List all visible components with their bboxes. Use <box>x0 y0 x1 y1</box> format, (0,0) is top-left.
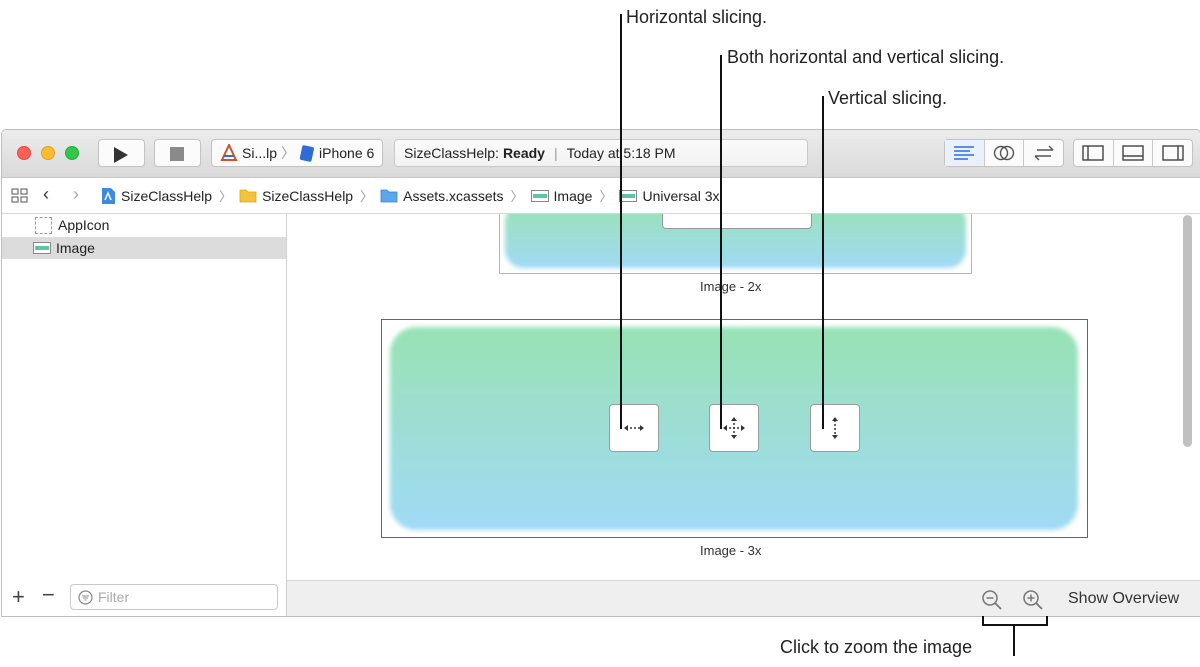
inspector-panel-icon <box>1161 145 1184 161</box>
scheme-selector[interactable]: Si...lp 〉 iPhone 6 <box>211 139 383 167</box>
breadcrumb-item[interactable]: Assets.xcassets <box>403 187 504 204</box>
standard-editor-icon <box>954 146 975 160</box>
appicon-placeholder-icon <box>35 216 52 234</box>
vertical-slice-icon <box>832 417 838 439</box>
both-slice-icon <box>723 417 745 439</box>
chevron-right-icon: 〉 <box>510 189 524 204</box>
imageset-icon <box>33 242 51 254</box>
play-icon <box>114 147 128 163</box>
project-file-icon <box>102 187 115 204</box>
callout-line-both <box>720 55 722 429</box>
list-item-image[interactable]: Image <box>2 237 286 259</box>
horizontal-slice-icon <box>624 425 644 431</box>
standard-editor-button[interactable] <box>945 140 985 166</box>
sidebar-footer: + − Filter <box>2 580 286 616</box>
list-item-label: Image <box>56 240 95 256</box>
image-3x-slot[interactable] <box>381 319 1088 538</box>
callout-bracket-zoom <box>982 616 1048 626</box>
callout-zoom: Click to zoom the image <box>780 637 973 657</box>
breadcrumb-item[interactable]: SizeClassHelp <box>121 187 213 204</box>
callout-both-slicing: Both horizontal and vertical slicing. <box>727 47 1005 67</box>
imageset-icon <box>530 189 549 202</box>
callout-line-vertical <box>822 96 824 429</box>
image-slot-icon <box>619 189 638 202</box>
callout-horizontal-slicing: Horizontal slicing. <box>626 7 768 27</box>
filter-field[interactable]: Filter <box>70 584 278 610</box>
callout-line-zoom <box>1013 625 1015 656</box>
chevron-right-icon: 〉 <box>281 145 296 161</box>
chevron-right-icon: 〉 <box>360 189 374 204</box>
vertical-slice-button[interactable] <box>810 404 860 452</box>
filter-icon <box>78 590 93 605</box>
activity-viewer: SizeClassHelp: Ready | Today at 5:18 PM <box>394 139 808 167</box>
callout-vertical-slicing: Vertical slicing. <box>828 88 948 108</box>
zoom-out-icon[interactable] <box>981 589 1003 611</box>
toolbar: Si...lp 〉 iPhone 6 SizeClassHelp: Ready … <box>2 130 1200 178</box>
image-3x-label: Image - 3x <box>700 543 762 558</box>
stop-icon <box>170 147 184 161</box>
breadcrumb: SizeClassHelp 〉 SizeClassHelp 〉 Assets.x… <box>100 178 719 213</box>
image-2x-label: Image - 2x <box>700 279 762 294</box>
zoom-in-icon[interactable] <box>1022 589 1044 611</box>
editor-mode-control <box>944 139 1064 167</box>
assistant-editor-icon <box>993 145 1015 161</box>
asset-editor-canvas: Image - 2x <box>287 214 1200 580</box>
device-icon <box>299 145 314 162</box>
stop-button[interactable] <box>154 139 201 167</box>
horizontal-slice-button[interactable] <box>609 404 659 452</box>
panel-toggle-control <box>1073 139 1193 167</box>
chevron-right-icon: 〉 <box>599 189 613 204</box>
folder-icon <box>239 189 257 203</box>
version-editor-icon <box>1034 145 1054 161</box>
navigator-panel-icon <box>1082 145 1105 161</box>
breadcrumb-item[interactable]: Image <box>553 187 593 204</box>
jump-bar: ‹ › SizeClassHelp 〉 SizeClassHelp 〉 Asse… <box>2 178 1200 214</box>
version-editor-button[interactable] <box>1024 140 1063 166</box>
image-2x-slot[interactable] <box>499 214 972 274</box>
filter-placeholder: Filter <box>98 589 130 605</box>
activity-status: Ready <box>502 145 545 161</box>
toggle-debug-area-button[interactable] <box>1114 140 1154 166</box>
both-slice-button[interactable] <box>709 404 759 452</box>
close-window-button[interactable] <box>17 146 31 160</box>
back-button[interactable]: ‹ <box>43 184 49 204</box>
editor-bottom-bar: Show Overview <box>287 580 1200 616</box>
chevron-right-icon: 〉 <box>219 189 233 204</box>
assistant-editor-button[interactable] <box>985 140 1025 166</box>
debug-panel-icon <box>1122 145 1144 161</box>
asset-list-sidebar: AppIcon Image + − Filter <box>2 214 287 616</box>
related-items-icon[interactable] <box>11 188 28 203</box>
xcode-window: Si...lp 〉 iPhone 6 SizeClassHelp: Ready … <box>1 129 1200 617</box>
remove-icon[interactable]: − <box>42 582 55 607</box>
zoom-window-button[interactable] <box>65 146 79 160</box>
toggle-inspector-button[interactable] <box>1153 140 1192 166</box>
show-overview-button[interactable]: Show Overview <box>1068 590 1180 607</box>
list-item-label: AppIcon <box>58 217 110 233</box>
vertical-scrollbar[interactable] <box>1183 215 1192 447</box>
breadcrumb-item[interactable]: SizeClassHelp <box>262 187 354 204</box>
destination-name: iPhone 6 <box>319 145 375 161</box>
callout-line-horizontal <box>620 14 622 429</box>
list-item-appicon[interactable]: AppIcon <box>2 214 286 236</box>
forward-button[interactable]: › <box>73 184 79 204</box>
run-button[interactable] <box>98 139 145 167</box>
add-icon[interactable]: + <box>12 584 25 609</box>
slice-overlay-box <box>662 214 812 229</box>
xcode-app-icon <box>220 144 238 161</box>
minimize-window-button[interactable] <box>41 146 55 160</box>
asset-catalog-icon <box>380 189 398 203</box>
breadcrumb-item[interactable]: Universal 3x <box>642 187 720 204</box>
activity-project: SizeClassHelp: <box>404 145 499 161</box>
scheme-name: Si...lp <box>242 145 278 161</box>
toggle-navigator-button[interactable] <box>1074 140 1114 166</box>
